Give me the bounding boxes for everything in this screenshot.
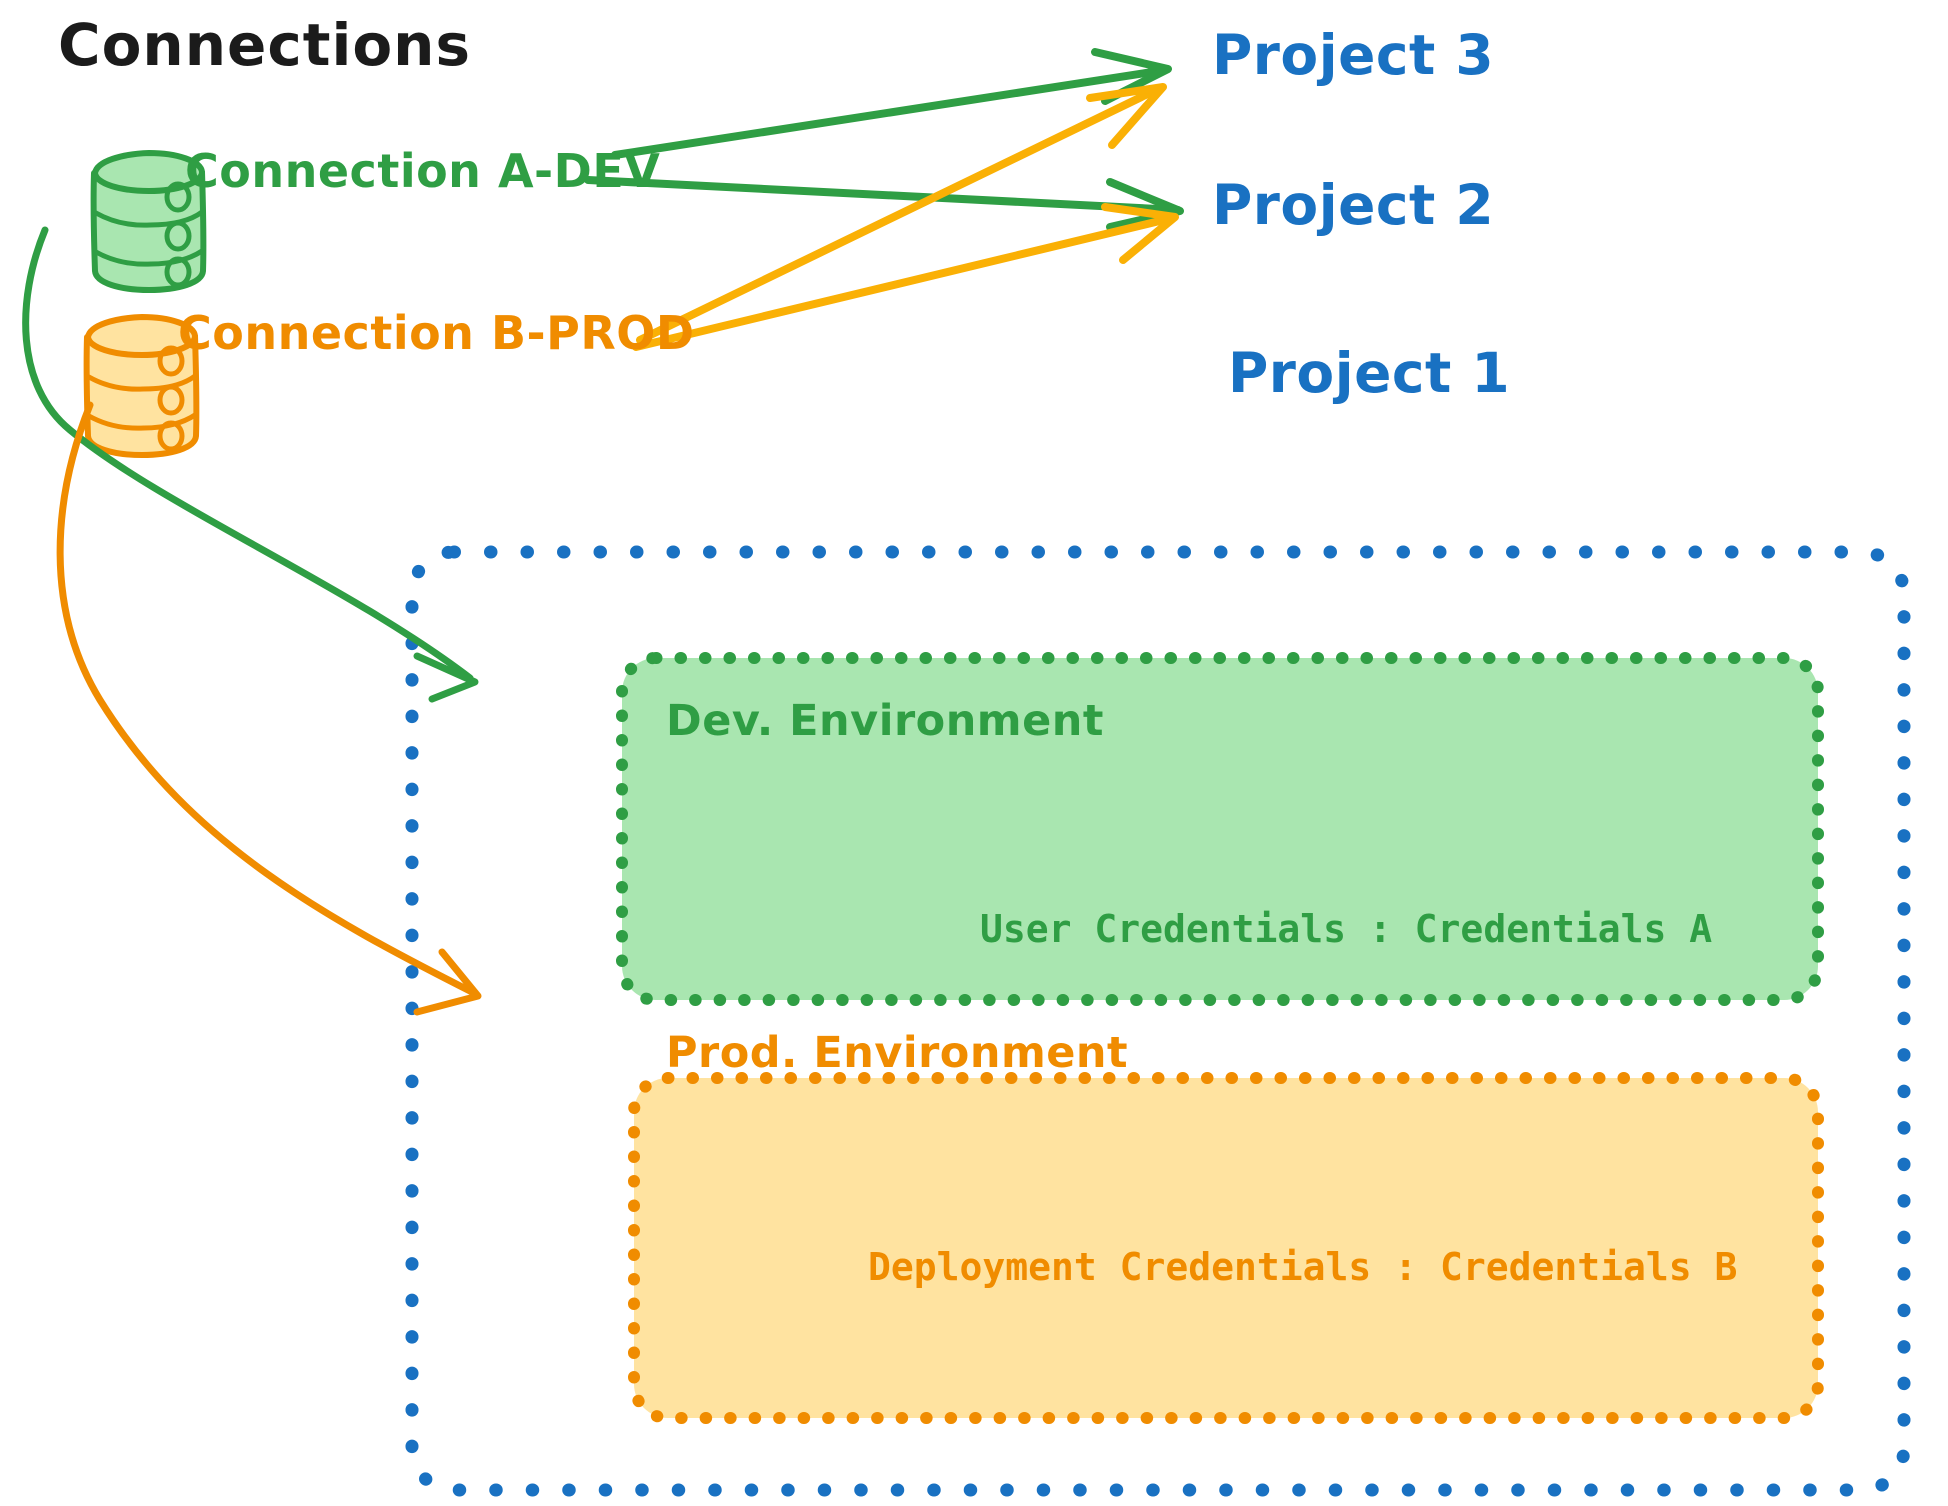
project-2-label[interactable]: Project 2 <box>1212 173 1495 237</box>
project-3-label[interactable]: Project 3 <box>1212 23 1495 87</box>
page-title: Connections <box>58 11 471 79</box>
prod-environment-title: Prod. Environment <box>666 1028 1129 1078</box>
dev-environment-box[interactable] <box>616 652 1824 1006</box>
edge-b-prod-to-project-2 <box>632 203 1179 351</box>
connection-a-dev-label[interactable]: Connection A-DEV <box>185 144 661 198</box>
project-1-label[interactable]: Project 1 <box>1228 341 1511 405</box>
database-cylinder-icon[interactable] <box>90 149 207 294</box>
connection-b-prod-label[interactable]: Connection B-PROD <box>178 306 695 360</box>
prod-environment-credentials: Deployment Credentials : Credentials B <box>868 1245 1738 1289</box>
edge-a-dev-to-project-3 <box>611 48 1172 159</box>
edge-a-dev-to-project-2 <box>584 176 1184 231</box>
dev-environment-title: Dev. Environment <box>666 696 1104 746</box>
prod-environment-box[interactable] <box>628 1072 1824 1424</box>
edge-b-prod-to-prod-environment <box>56 401 482 1016</box>
dev-environment-credentials: User Credentials : Credentials A <box>980 907 1713 951</box>
project-1-container-border <box>405 545 1911 1497</box>
edge-a-dev-to-dev-environment <box>22 226 479 703</box>
edge-b-prod-to-project-3 <box>636 83 1167 344</box>
